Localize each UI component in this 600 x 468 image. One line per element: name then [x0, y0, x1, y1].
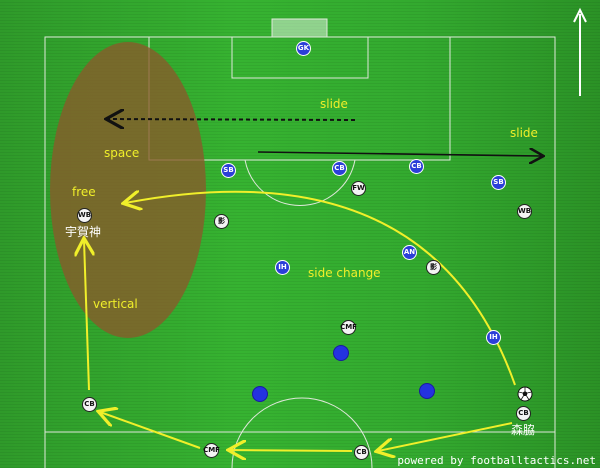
pass-arrow-3 — [100, 412, 201, 449]
player-name-ugajin: 宇賀神 — [65, 225, 102, 239]
slide-arrow-left — [108, 119, 356, 120]
space-label: space — [104, 146, 140, 160]
slide-label-top: slide — [320, 97, 348, 111]
white-kage-left[interactable]: 影 — [214, 214, 229, 229]
white-cb-left[interactable]: CB — [82, 397, 97, 412]
player-name-moriwaki: 森脇 — [511, 423, 536, 437]
blue-cb-right[interactable]: CB — [409, 159, 424, 174]
blue-ih-left[interactable]: IH — [275, 260, 290, 275]
vertical-arrow — [84, 240, 89, 391]
pass-arrow-1 — [378, 422, 513, 451]
side-change-label: side change — [308, 266, 381, 280]
white-wb-left[interactable]: WB — [77, 208, 92, 223]
white-cb-bottom[interactable]: CB — [354, 445, 369, 460]
blue-player-marker[interactable] — [419, 383, 435, 399]
white-cb-right[interactable]: CB — [516, 406, 531, 421]
blue-ih-right[interactable]: IH — [486, 330, 501, 345]
credit-text: powered by footballtactics.net — [397, 454, 596, 467]
white-kage-right[interactable]: 影 — [426, 260, 441, 275]
blue-an[interactable]: AN — [402, 245, 417, 260]
free-label: free — [72, 185, 96, 199]
slide-arrow-right — [257, 152, 542, 156]
side-change-arrow — [125, 192, 516, 386]
blue-gk[interactable]: GK — [296, 41, 311, 56]
blue-player-marker[interactable] — [252, 386, 268, 402]
blue-cb-left[interactable]: CB — [332, 161, 347, 176]
white-cmf-bottom[interactable]: CMF — [203, 443, 220, 458]
blue-player-marker[interactable] — [333, 345, 349, 361]
blue-sb-left[interactable]: SB — [221, 163, 236, 178]
white-wb-right[interactable]: WB — [517, 204, 532, 219]
blue-sb-right[interactable]: SB — [491, 175, 506, 190]
pass-arrow-2 — [230, 450, 353, 451]
soccer-ball-icon[interactable] — [517, 386, 533, 402]
vertical-label: vertical — [93, 297, 138, 311]
slide-label-right: slide — [510, 126, 538, 140]
white-cmf-top[interactable]: CMF — [340, 320, 357, 335]
white-fw[interactable]: FW — [351, 181, 366, 196]
